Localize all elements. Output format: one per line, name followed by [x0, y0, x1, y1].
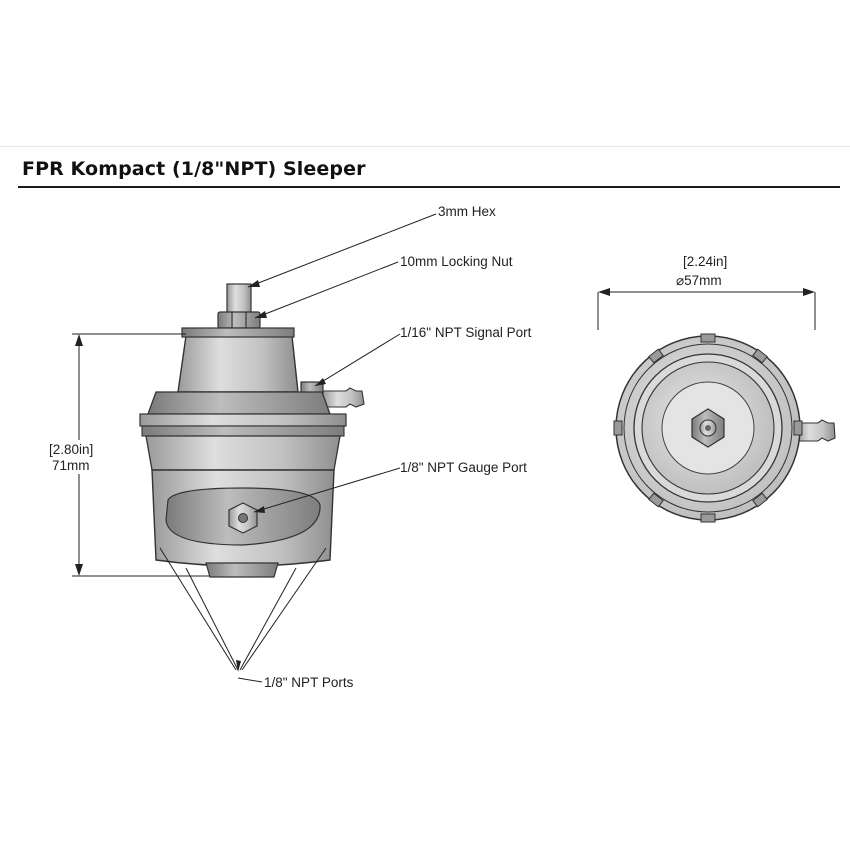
lock-ring [139, 413, 347, 427]
body-flange [147, 391, 331, 415]
leader-lines [159, 213, 437, 683]
dimension-diameter-mm: ⌀57mm [676, 273, 722, 288]
label-gauge-port: 1/8" NPT Gauge Port [400, 460, 527, 475]
label-npt-ports: 1/8" NPT Ports [264, 675, 354, 690]
label-locking-nut: 10mm Locking Nut [400, 254, 513, 269]
cap-rim [181, 327, 295, 338]
hex-stem [226, 283, 252, 315]
page-title: FPR Kompact (1/8"NPT) Sleeper [22, 158, 366, 180]
locking-nut [217, 311, 261, 329]
top-view [597, 288, 836, 523]
top-signal-barb [795, 419, 836, 442]
bottom-base [205, 562, 279, 578]
top-cap [177, 335, 299, 393]
dimension-height-in: [2.80in] [49, 442, 93, 457]
title-underline [18, 186, 840, 188]
ring-notches [613, 333, 803, 523]
label-3mm-hex: 3mm Hex [438, 204, 496, 219]
dimension-diameter-in: [2.24in] [683, 254, 727, 269]
body-upper [145, 435, 341, 471]
signal-port-barb [322, 387, 365, 408]
label-signal-port: 1/16" NPT Signal Port [400, 325, 532, 340]
dimension-height-mm: 71mm [52, 458, 90, 473]
top-divider [0, 146, 850, 147]
side-view [46, 283, 365, 578]
